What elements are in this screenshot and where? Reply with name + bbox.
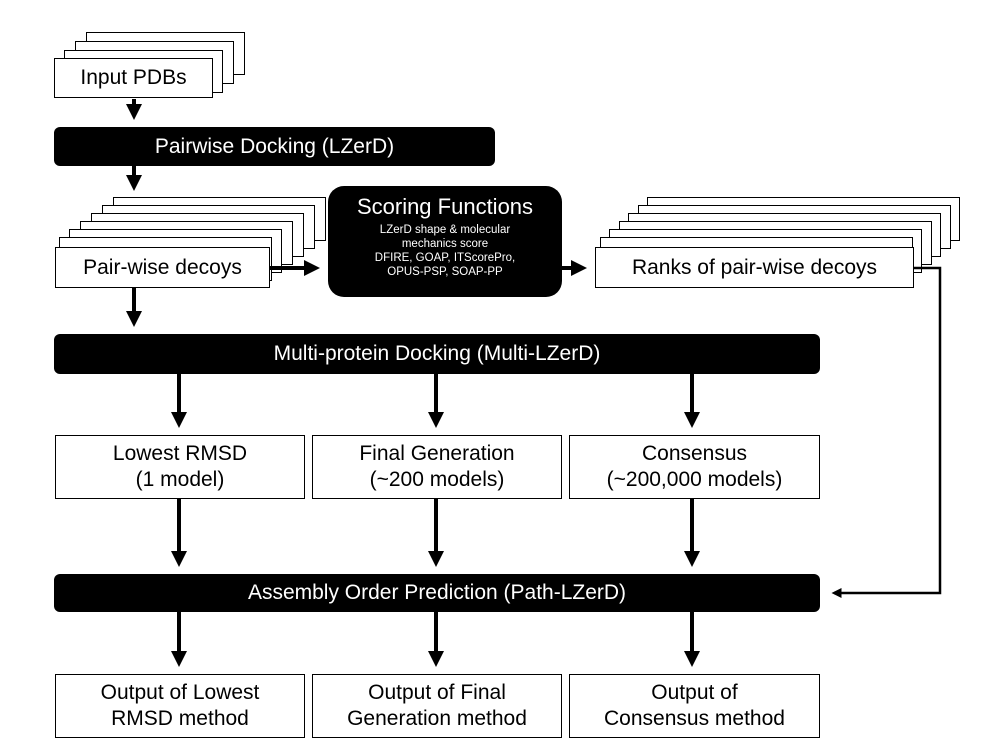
method-line2: (~200,000 models) — [606, 468, 783, 491]
assembly-order-label: Assembly Order Prediction (Path-LZerD) — [247, 581, 627, 604]
scoring-detail-line: OPUS-PSP, SOAP-PP — [387, 266, 503, 278]
pairwise-decoys-box: Pair-wise decoys — [55, 247, 270, 288]
method-line1: Lowest RMSD — [112, 442, 248, 465]
output-line1: Output of Lowest — [100, 681, 260, 704]
method-line2: (~200 models) — [369, 468, 505, 491]
method-box-lowest-rmsd: Lowest RMSD (1 model) — [55, 435, 305, 499]
method-line1: Final Generation — [359, 442, 515, 465]
scoring-functions-title: Scoring Functions — [356, 194, 534, 219]
output-line2: Consensus method — [604, 707, 785, 730]
output-box-lowest-rmsd: Output of Lowest RMSD method — [55, 674, 305, 738]
input-pdbs-box: Input PDBs — [54, 58, 213, 98]
arrow-ranks-to-assembly — [831, 266, 942, 598]
input-pdbs-label: Input PDBs — [80, 66, 187, 89]
output-line2: RMSD method — [111, 707, 249, 730]
multi-docking-bar: Multi-protein Docking (Multi-LZerD) — [54, 334, 820, 374]
assembly-order-bar: Assembly Order Prediction (Path-LZerD) — [54, 574, 820, 612]
scoring-detail-line: DFIRE, GOAP, ITScorePro, — [374, 252, 516, 264]
ranks-box: Ranks of pair-wise decoys — [595, 247, 914, 288]
multi-docking-label: Multi-protein Docking (Multi-LZerD) — [273, 342, 601, 365]
pairwise-docking-bar: Pairwise Docking (LZerD) — [54, 127, 495, 166]
scoring-functions-box: Scoring Functions LZerD shape & molecula… — [328, 186, 562, 297]
pairwise-docking-label: Pairwise Docking (LZerD) — [154, 134, 395, 158]
scoring-detail-line: LZerD shape & molecular — [379, 224, 511, 236]
ranks-label: Ranks of pair-wise decoys — [631, 255, 878, 279]
pairwise-decoys-label: Pair-wise decoys — [83, 255, 242, 279]
output-line2: Generation method — [347, 707, 527, 730]
method-line2: (1 model) — [135, 468, 225, 491]
output-line1: Output of Final — [368, 681, 506, 704]
scoring-detail-line: mechanics score — [401, 238, 489, 250]
output-line1: Output of — [651, 681, 738, 704]
method-box-final-generation: Final Generation (~200 models) — [312, 435, 562, 499]
scoring-functions-detail: LZerD shape & molecular mechanics score … — [328, 223, 562, 279]
method-box-consensus: Consensus (~200,000 models) — [569, 435, 820, 499]
method-line1: Consensus — [641, 442, 748, 465]
output-box-consensus: Output of Consensus method — [569, 674, 820, 738]
output-box-final-generation: Output of Final Generation method — [312, 674, 562, 738]
